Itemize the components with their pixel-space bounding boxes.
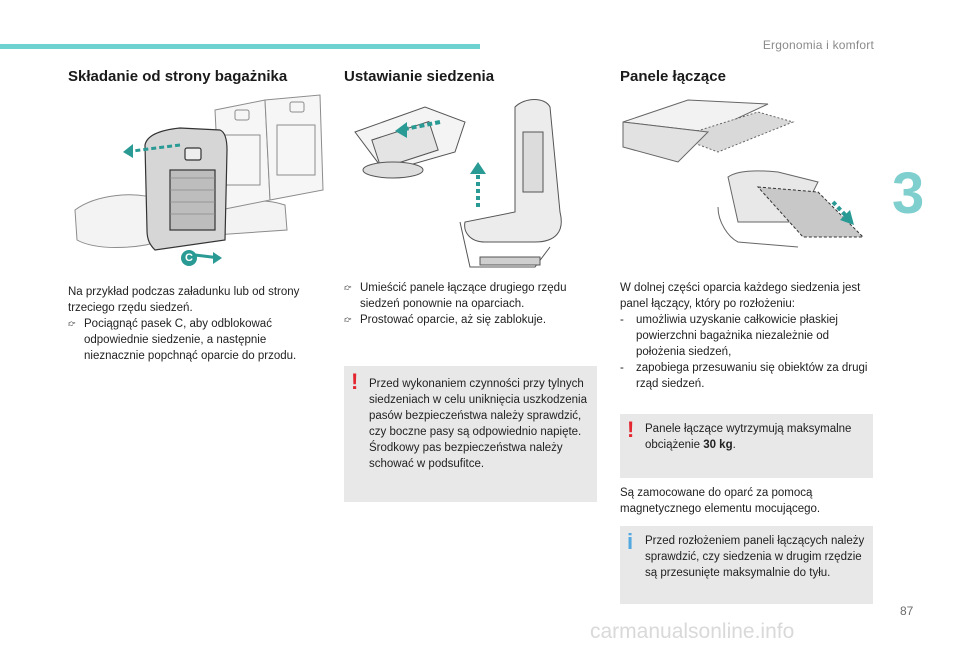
bullet-marker-icon: 👉︎ xyxy=(344,282,352,293)
section-title-seat-adjust: Ustawianie siedzenia xyxy=(344,68,495,85)
col1-intro: Na przykład podczas załadunku lub od str… xyxy=(68,286,300,314)
col3-text: W dolnej części oparcia każdego siedzeni… xyxy=(620,280,878,392)
max-load-value: 30 kg xyxy=(703,439,733,451)
col2-text: 👉︎ Umieścić panele łączące drugiego rzędu… xyxy=(344,280,594,328)
col3-dash-1-text: umożliwia uzyskanie całkowicie płaskiej … xyxy=(636,314,838,358)
section-title-panels: Panele łączące xyxy=(620,68,726,85)
col3-dash-2-text: zapobiega przesuwaniu się obiektów za dr… xyxy=(636,362,868,390)
illustration-connecting-panels xyxy=(622,99,865,248)
warning-text-belts: Przed wykonaniem czynności przy tylnych … xyxy=(369,378,587,470)
info-text-panels: Przed rozłożeniem paneli łączących należ… xyxy=(645,535,865,579)
col2-bullet-2: 👉︎ Prostować oparcie, aż się zablokuje. xyxy=(344,312,594,328)
bullet-marker-icon: 👉︎ xyxy=(344,314,352,325)
col1-text: Na przykład podczas załadunku lub od str… xyxy=(68,284,323,364)
label-c-badge: C xyxy=(181,250,197,266)
col3-dash-2: -zapobiega przesuwaniu się obiektów za d… xyxy=(620,362,868,390)
watermark: carmanualsonline.info xyxy=(590,620,795,643)
col1-bullet-1: 👉︎ Pociągnąć pasek C, aby odblokować odpo… xyxy=(68,316,323,364)
chapter-number: 3 xyxy=(892,161,925,226)
header-accent-bar xyxy=(0,44,480,49)
page-number: 87 xyxy=(900,604,914,618)
col2-bullet-1: 👉︎ Umieścić panele łączące drugiego rzędu… xyxy=(344,280,594,312)
bullet-marker-icon: 👉︎ xyxy=(68,318,76,329)
col3-dash-1: -umożliwia uzyskanie całkowicie płaskiej… xyxy=(620,314,838,358)
illustration-folding-seats xyxy=(74,94,324,264)
warning-icon: ! xyxy=(627,417,635,442)
col3-intro: W dolnej części oparcia każdego siedzeni… xyxy=(620,282,861,310)
info-box-panels: i Przed rozłożeniem paneli łączących nal… xyxy=(620,526,873,604)
section-title-folding: Składanie od strony bagażnika xyxy=(68,68,288,85)
illustration-seat-adjust xyxy=(354,99,562,268)
col3-mid-text: Są zamocowane do oparć za pomocą magnety… xyxy=(620,487,821,515)
info-icon: i xyxy=(627,529,634,554)
warning-text-load: Panele łączące wytrzymują maksymalne obc… xyxy=(645,423,852,451)
warning-icon: ! xyxy=(351,369,359,394)
col1-bullet-1-text: Pociągnąć pasek C, aby odblokować odpowi… xyxy=(84,318,297,362)
page-header-title: Ergonomia i komfort xyxy=(762,38,874,52)
col2-bullet-2-text: Prostować oparcie, aż się zablokuje. xyxy=(360,314,547,326)
col2-bullet-1-text: Umieścić panele łączące drugiego rzędu s… xyxy=(360,282,567,310)
warning-box-belts: ! Przed wykonaniem czynności przy tylnyc… xyxy=(344,366,597,502)
warning-box-load: ! Panele łączące wytrzymują maksymalne o… xyxy=(620,414,873,478)
